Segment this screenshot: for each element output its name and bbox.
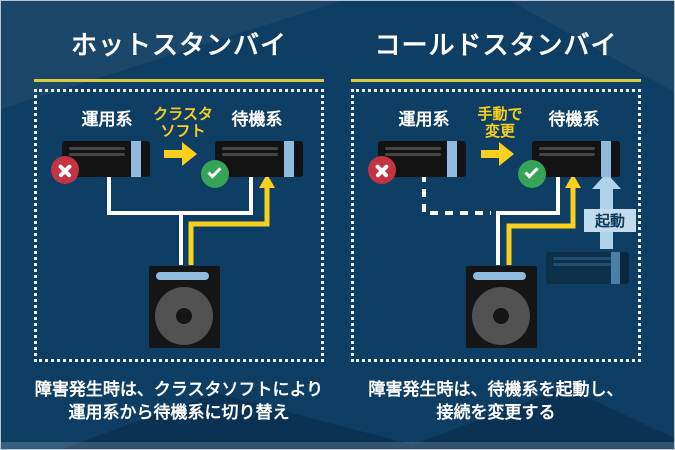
failover-right-arrow-icon (481, 142, 514, 166)
server-vent-line (222, 153, 278, 156)
server-stripe (284, 141, 294, 177)
failover-method-line1: 手動で (477, 106, 523, 123)
server-stripe (601, 141, 611, 177)
hot-standby-caption: 障害発生時は、クラスタソフトにより 運用系から待機系に切り替え (29, 378, 329, 424)
server-vent-line (69, 153, 125, 156)
boot-arrowhead-icon (592, 173, 621, 189)
shared-storage-icon (466, 266, 537, 348)
cold-standby-caption: 障害発生時は、待機系を起動し、 接続を変更する (346, 378, 646, 424)
failover-method-label: クラスタ ソフト (153, 106, 213, 140)
standby-server-icon (532, 141, 620, 177)
check-mark (207, 164, 222, 179)
standby-system-label: 待機系 (548, 110, 600, 129)
powered-off-server-icon (546, 252, 629, 284)
caption-line2: 運用系から待機系に切り替え (68, 403, 290, 422)
server-stripe (611, 252, 620, 284)
check-mark (524, 164, 539, 179)
failover-method-label: 手動で 変更 (477, 106, 522, 140)
boot-label: 起動 (584, 209, 636, 232)
ok-check-icon (518, 160, 546, 188)
cold-standby-title-underline (351, 79, 641, 82)
failover-right-arrow-icon (164, 142, 197, 166)
active-system-label: 運用系 (81, 110, 133, 129)
shared-storage-icon (149, 266, 220, 348)
storage-link-line (496, 174, 560, 265)
hot-standby-diagram-box: 運用系 クラスタ ソフト 待機系 (34, 89, 324, 362)
server-vent-line (222, 147, 278, 150)
failover-method-line2: ソフト (160, 123, 206, 140)
active-system-label: 運用系 (398, 110, 450, 129)
server-vent-line (553, 263, 613, 266)
cold-standby-title: コールドスタンバイ (374, 30, 618, 60)
error-x-icon (51, 156, 79, 184)
error-x-icon (368, 156, 396, 184)
server-vent-line (69, 147, 125, 150)
failover-method-line2: 変更 (484, 123, 516, 140)
caption-line1: 障害発生時は、クラスタソフトにより (34, 380, 324, 399)
failover-path-line (506, 187, 576, 265)
disconnected-dashed-line (422, 174, 491, 215)
storage-link-line (107, 174, 253, 215)
hot-standby-title-underline (34, 79, 324, 82)
storage-handle-bar (156, 272, 209, 280)
server-vent-line (385, 153, 441, 156)
server-vent-line (539, 153, 595, 156)
failover-method-line1: クラスタ (153, 106, 213, 123)
server-vent-line (553, 257, 613, 260)
cold-standby-diagram-box: 運用系 手動で 変更 待機系 起動 (351, 89, 641, 362)
server-stripe (447, 141, 457, 177)
server-vent-line (385, 147, 441, 150)
server-end-cap (620, 252, 629, 284)
failover-up-arrowhead-icon (259, 174, 275, 188)
hot-standby-connections (107, 142, 275, 265)
server-stripe (131, 141, 141, 177)
standby-system-label: 待機系 (231, 110, 283, 129)
standby-server-icon (215, 141, 303, 177)
failover-up-arrowhead-icon (565, 174, 581, 188)
active-server-icon (62, 141, 150, 177)
caption-line2: 接続を変更する (436, 403, 556, 422)
storage-disk-hole (176, 308, 192, 324)
ok-check-icon (201, 160, 229, 188)
storage-disk-hole (493, 308, 509, 324)
storage-handle-bar (473, 272, 526, 280)
server-vent-line (539, 147, 595, 150)
hot-standby-title: ホットスタンバイ (70, 30, 287, 60)
caption-line1: 障害発生時は、待機系を起動し、 (368, 380, 624, 399)
failover-path-line (188, 187, 270, 265)
